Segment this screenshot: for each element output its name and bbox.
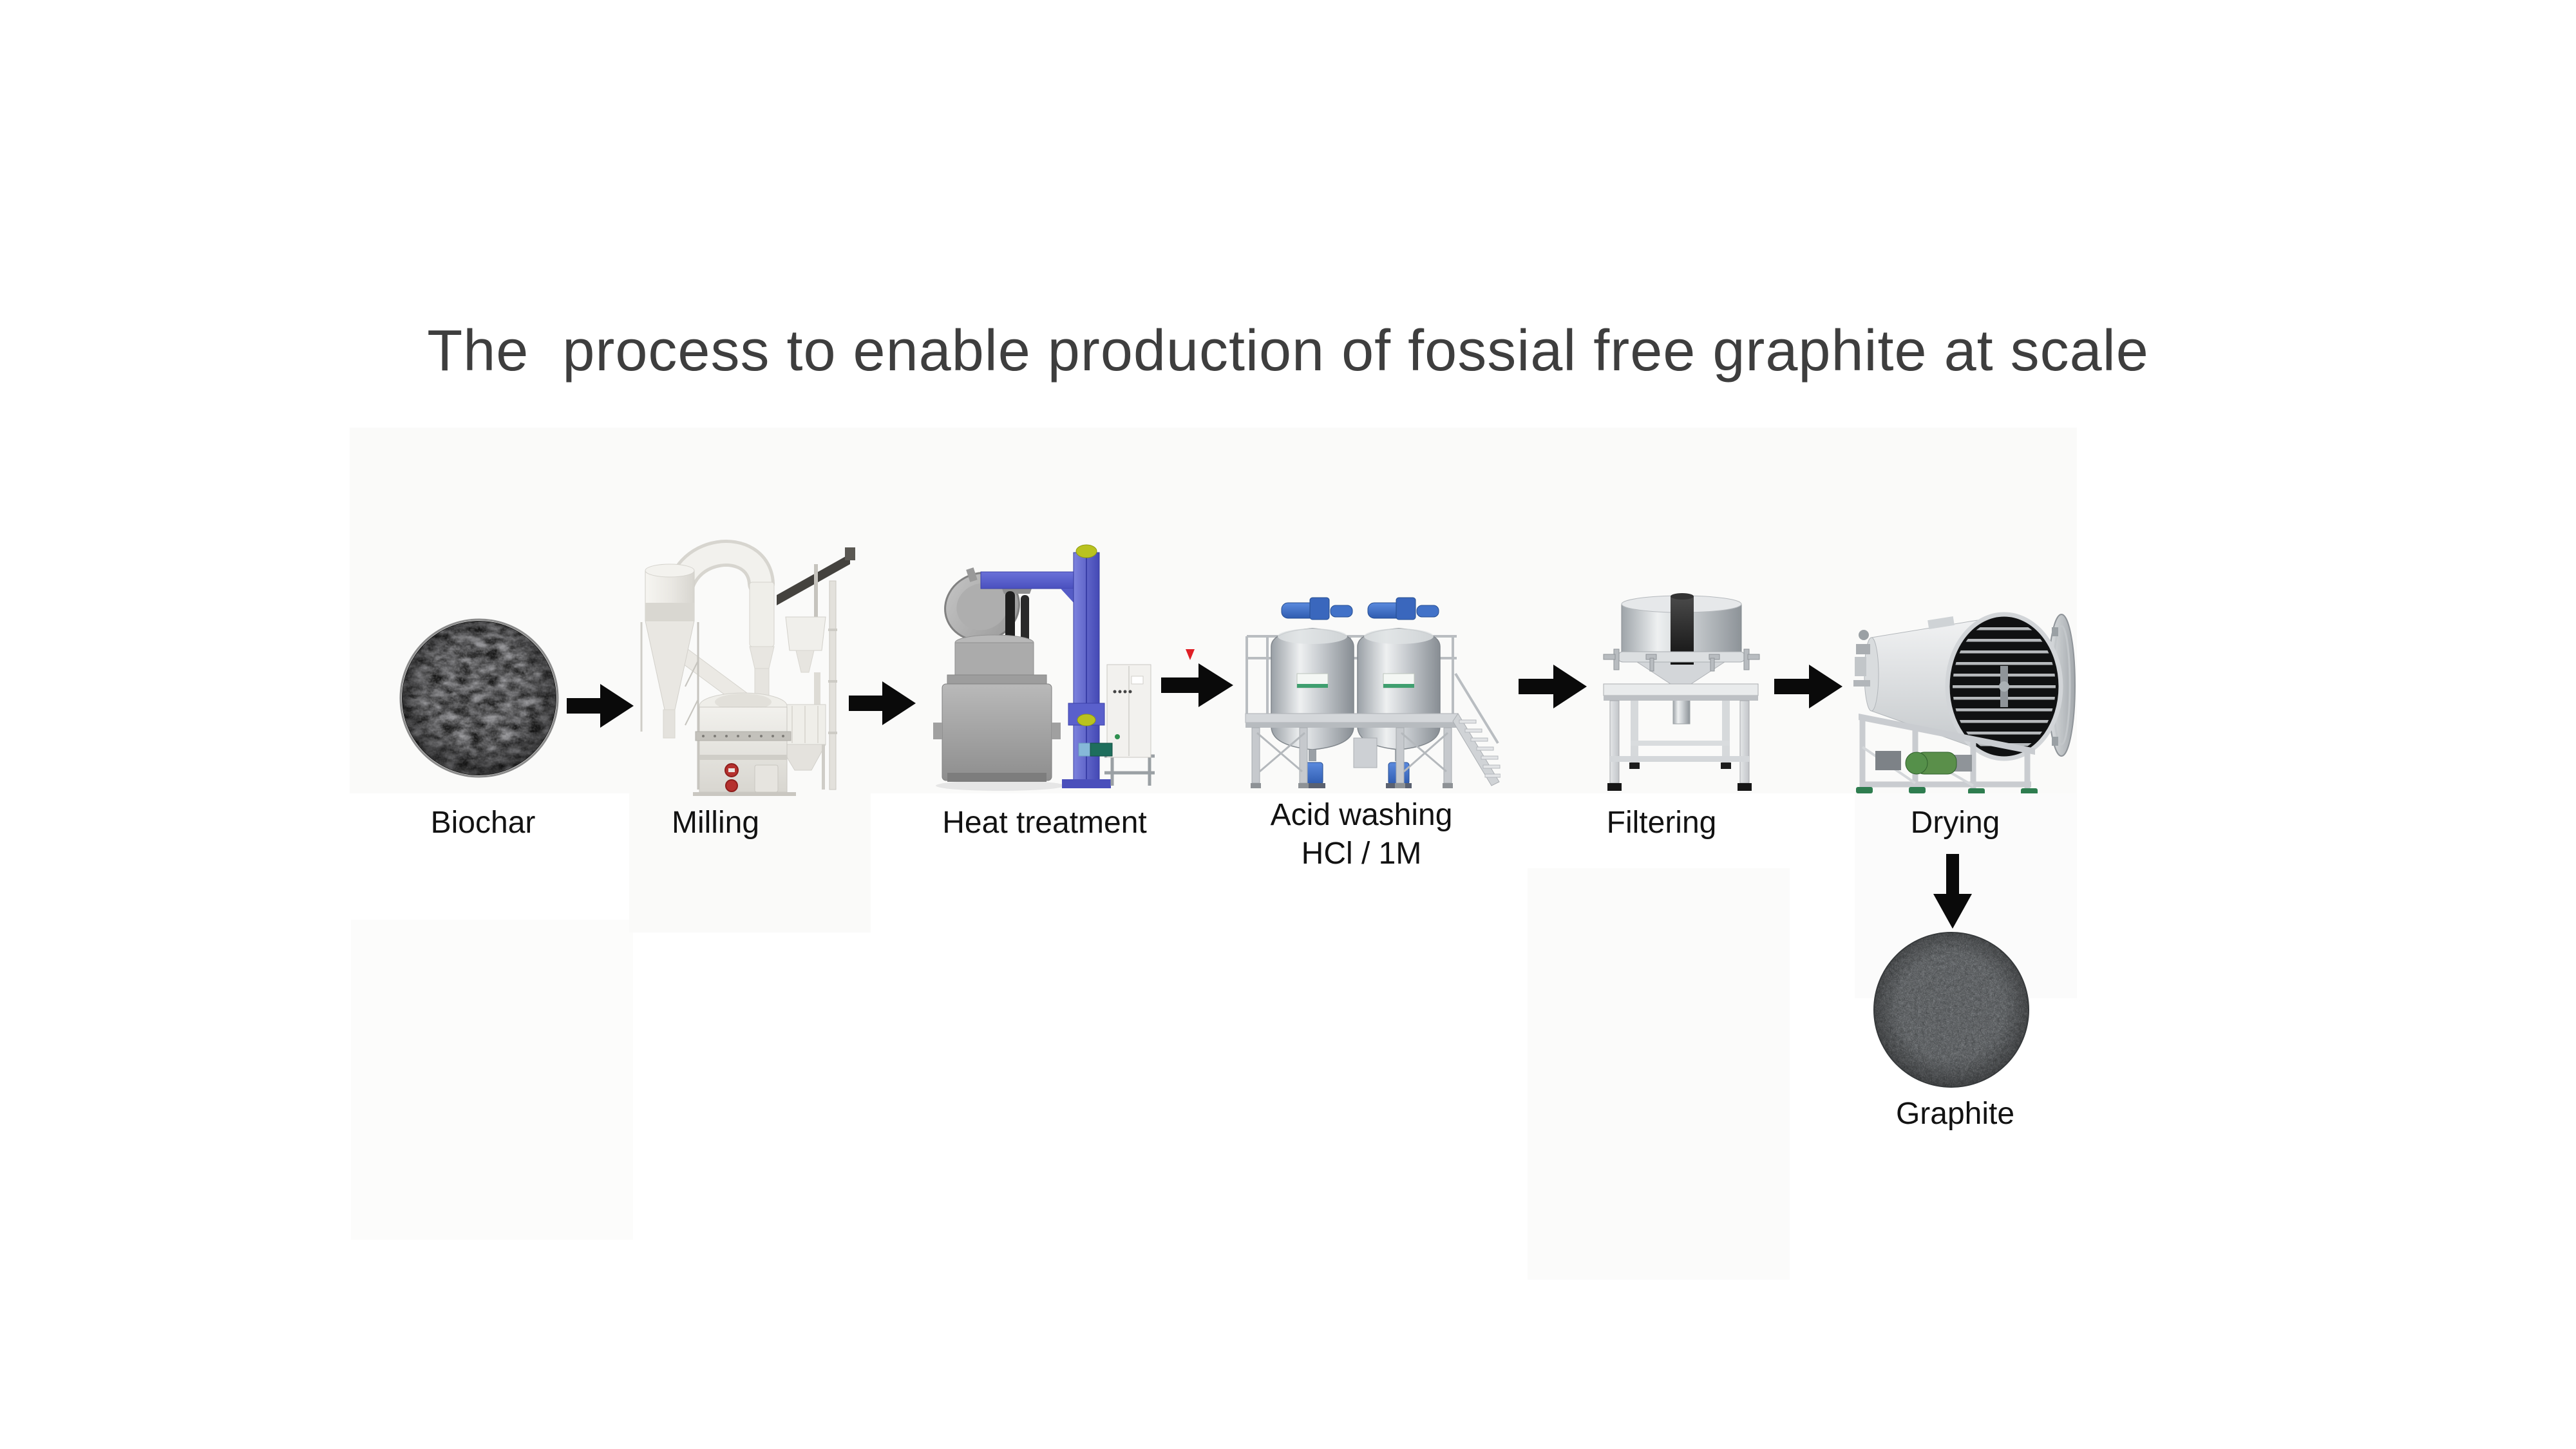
arrow-right-icon-2 [849,681,916,725]
arrow-right-icon-5 [1774,665,1842,708]
photo-panel-acid-lower [1528,868,1790,1280]
arrow-right-icon-1 [567,684,634,728]
graphite-label: Graphite [1895,1097,2015,1131]
step-label-acid-washing-line1: Acid washing [1270,798,1453,832]
step-label-acid-washing: Acid washing HCl / 1M [1271,796,1453,873]
photo-panel-biochar-lower [351,920,633,1240]
arrow-down-icon [1933,854,1972,929]
photo-panel-milling-lower [629,793,871,933]
heat-treatment-machine-illustration [933,544,1155,791]
photo-background-band [350,428,2077,793]
step-label-heat-treatment: Heat treatment [942,806,1147,840]
step-label-drying: Drying [1910,806,2000,840]
acid-washing-machine-illustration [1245,597,1501,789]
red-pointer-icon [1186,649,1195,660]
step-label-milling: Milling [671,806,760,840]
step-label-biochar: Biochar [430,806,536,840]
drying-machine-illustration [1853,612,2076,793]
biochar-photo [399,618,559,778]
arrow-right-icon-3 [1161,663,1233,707]
arrow-right-icon-4 [1519,665,1587,708]
step-label-filtering: Filtering [1606,806,1717,840]
graphite-photo [1873,932,2029,1088]
filtering-machine-illustration [1603,593,1760,791]
milling-machine-illustration [640,540,855,796]
slide-title: The process to enable production of foss… [427,319,2149,383]
step-label-acid-washing-line2: HCl / 1M [1301,836,1422,871]
